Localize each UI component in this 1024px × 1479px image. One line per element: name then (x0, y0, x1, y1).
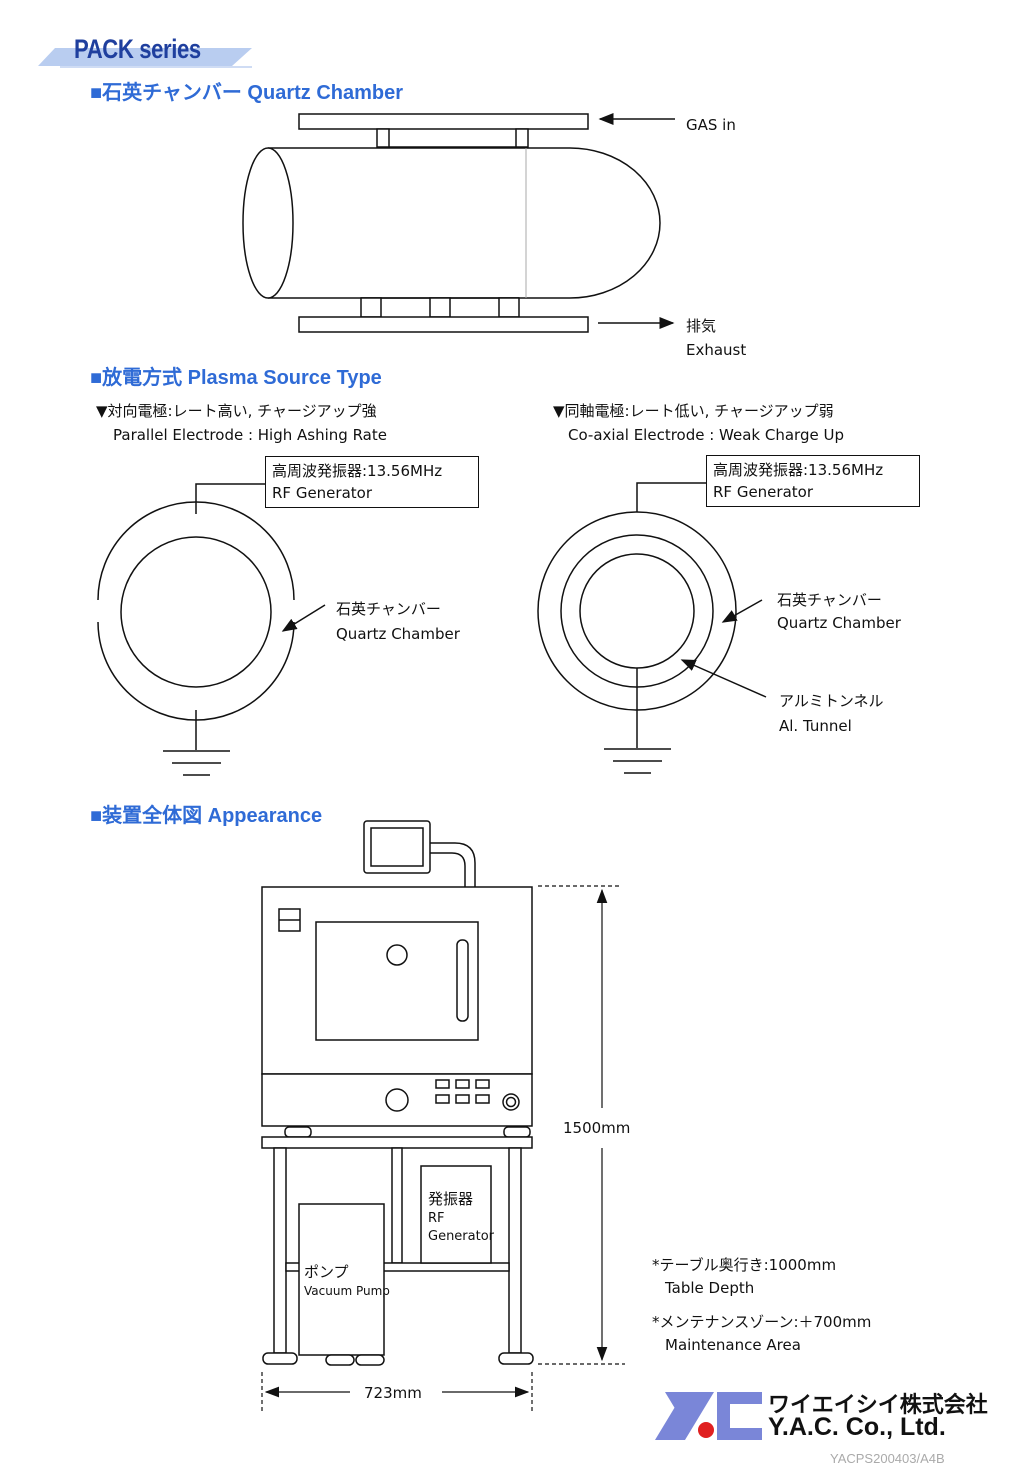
section-quartz-chamber: ■石英チャンバー Quartz Chamber (90, 82, 404, 104)
exhaust-label-en: Exhaust (686, 341, 747, 359)
coaxial-title-en: Co-axial Electrode : Weak Charge Up (568, 426, 844, 444)
al-tunnel-label-en: Al. Tunnel (779, 717, 852, 735)
generator-label-jp: 発振器 (428, 1190, 474, 1208)
coaxial-rf-label-en: RF Generator (713, 483, 813, 501)
note-table-depth-en: Table Depth (665, 1279, 755, 1297)
coaxial-title-jp: ▼同軸電極:レート低い, チャージアップ弱 (553, 402, 834, 420)
parallel-rf-generator-box: 高周波発振器:13.56MHz RF Generator (265, 456, 479, 508)
section-plasma-source: ■放電方式 Plasma Source Type (90, 367, 382, 389)
company-name-jp: ワイエイシイ株式会社 (768, 1393, 988, 1418)
parallel-title-jp: ▼対向電極:レート高い, チャージアップ強 (96, 402, 377, 420)
note-maintenance-jp: *メンテナンスゾーン:＋700mm (652, 1313, 872, 1331)
exhaust-label-jp: 排気 (686, 317, 717, 335)
gas-in-label: GAS in (686, 116, 736, 134)
note-maintenance-en: Maintenance Area (665, 1336, 801, 1354)
coaxial-rf-label-jp: 高周波発振器:13.56MHz (713, 461, 884, 479)
coaxial-electrode-drawing (537, 482, 767, 774)
series-title: PACK series (74, 34, 201, 64)
section-appearance: ■装置全体図 Appearance (90, 805, 323, 827)
generator-label-en2: Generator (428, 1229, 495, 1244)
coaxial-rf-generator-box: 高周波発振器:13.56MHz RF Generator (706, 455, 920, 507)
pump-label-jp: ポンプ (304, 1263, 349, 1281)
coaxial-chamber-label-jp: 石英チャンバー (777, 591, 882, 609)
al-tunnel-label-jp: アルミトンネル (779, 692, 884, 710)
generator-label-en1: RF (428, 1211, 445, 1226)
series-banner (38, 48, 252, 68)
company-name-en: Y.A.C. Co., Ltd. (768, 1413, 946, 1441)
pump-label-en: Vacuum Pump (304, 1284, 390, 1298)
document-code: YACPS200403/A4B (830, 1451, 945, 1466)
parallel-electrode-drawing (97, 483, 326, 776)
coaxial-chamber-label-en: Quartz Chamber (777, 614, 901, 632)
width-dimension: 723mm (364, 1384, 422, 1402)
plasma-source-diagrams (97, 482, 767, 776)
parallel-chamber-label-jp: 石英チャンバー (336, 600, 441, 618)
quartz-chamber-diagram (242, 113, 675, 333)
parallel-chamber-label-en: Quartz Chamber (336, 625, 460, 643)
height-dimension: 1500mm (563, 1119, 631, 1137)
parallel-rf-label-en: RF Generator (272, 484, 372, 502)
parallel-title-en: Parallel Electrode : High Ashing Rate (113, 426, 387, 444)
note-table-depth-jp: *テーブル奥行き:1000mm (652, 1256, 837, 1274)
parallel-rf-label-jp: 高周波発振器:13.56MHz (272, 462, 443, 480)
